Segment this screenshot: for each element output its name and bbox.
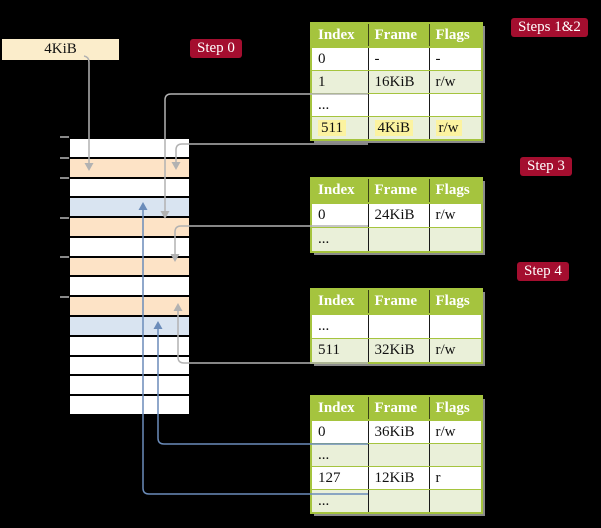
cell-index: 0 bbox=[310, 202, 369, 228]
memory-row bbox=[70, 396, 189, 414]
highlighted-text: r/w bbox=[435, 119, 462, 136]
cell-index: 0 bbox=[310, 46, 369, 71]
memory-row bbox=[70, 376, 189, 397]
memory-row bbox=[70, 257, 189, 278]
table-header-row: Index Frame Flags bbox=[310, 177, 483, 204]
table-row: ... bbox=[310, 93, 483, 117]
cell-index: 0 bbox=[310, 419, 369, 444]
cell-frame bbox=[367, 313, 430, 339]
cell-flags bbox=[428, 227, 483, 253]
cell-index: ... bbox=[310, 313, 369, 339]
column-header-flags: Flags bbox=[428, 395, 483, 421]
table-row: 511 32KiB r/w bbox=[310, 338, 483, 364]
memory-tick bbox=[60, 217, 69, 219]
table-row-highlighted: 511 4KiB r/w bbox=[310, 116, 483, 141]
column-header-frame: Frame bbox=[367, 22, 430, 48]
cell-frame bbox=[367, 489, 430, 514]
cell-frame: - bbox=[367, 46, 430, 71]
step-4-badge: Step 4 bbox=[517, 262, 569, 281]
table-row: 0 24KiB r/w bbox=[310, 202, 483, 228]
table-row: 0 - - bbox=[310, 46, 483, 71]
cell-index: ... bbox=[310, 227, 369, 253]
memory-row bbox=[70, 297, 189, 318]
table-row: ... bbox=[310, 313, 483, 339]
page-table-step-4: Index Frame Flags ... 511 32KiB r/w bbox=[310, 288, 483, 364]
table-row: ... bbox=[310, 443, 483, 467]
memory-row bbox=[70, 139, 189, 159]
memory-row bbox=[70, 178, 189, 199]
page-size-box: 4KiB bbox=[2, 39, 119, 60]
step-0-badge: Step 0 bbox=[190, 39, 242, 58]
memory-tick bbox=[60, 136, 69, 138]
cell-flags bbox=[428, 443, 483, 467]
cell-flags bbox=[428, 93, 483, 117]
memory-tick bbox=[60, 157, 69, 159]
physical-memory-column bbox=[69, 138, 190, 415]
memory-row bbox=[70, 237, 189, 258]
memory-row bbox=[70, 277, 189, 298]
cell-flags bbox=[428, 313, 483, 339]
table-header-row: Index Frame Flags bbox=[310, 395, 483, 421]
table-row: ... bbox=[310, 227, 483, 253]
table-row: 127 12KiB r bbox=[310, 466, 483, 490]
cell-frame bbox=[367, 227, 430, 253]
memory-row bbox=[70, 317, 189, 337]
column-header-frame: Frame bbox=[367, 177, 430, 204]
cell-flags: r bbox=[428, 466, 483, 490]
cell-flags: r/w bbox=[428, 419, 483, 444]
memory-row bbox=[70, 336, 189, 357]
cell-flags bbox=[428, 489, 483, 514]
cell-flags: - bbox=[428, 46, 483, 71]
cell-frame: 4KiB bbox=[367, 116, 430, 141]
cell-index: 511 bbox=[310, 338, 369, 364]
column-header-index: Index bbox=[310, 177, 369, 204]
column-header-index: Index bbox=[310, 288, 369, 315]
page-size-label: 4KiB bbox=[44, 41, 77, 57]
memory-row bbox=[70, 198, 189, 219]
memory-tick bbox=[60, 256, 69, 258]
table-row: 0 36KiB r/w bbox=[310, 419, 483, 444]
table-header-row: Index Frame Flags bbox=[310, 288, 483, 315]
cell-frame: 12KiB bbox=[367, 466, 430, 490]
column-header-index: Index bbox=[310, 22, 369, 48]
cell-index: ... bbox=[310, 93, 369, 117]
memory-row bbox=[70, 218, 189, 238]
highlighted-text: 4KiB bbox=[374, 119, 414, 136]
cell-frame: 32KiB bbox=[367, 338, 430, 364]
cell-flags: r/w bbox=[428, 338, 483, 364]
highlighted-text: 511 bbox=[318, 119, 346, 136]
steps-1-2-badge: Steps 1&2 bbox=[511, 18, 588, 37]
page-table-step-3: Index Frame Flags 0 24KiB r/w ... bbox=[310, 177, 483, 253]
cell-frame bbox=[367, 443, 430, 467]
column-header-index: Index bbox=[310, 395, 369, 421]
cell-index: ... bbox=[310, 443, 369, 467]
cell-flags: r/w bbox=[428, 70, 483, 94]
column-header-flags: Flags bbox=[428, 22, 483, 48]
cell-index: 1 bbox=[310, 70, 369, 94]
memory-row bbox=[70, 158, 189, 179]
page-table-last-level: Index Frame Flags 0 36KiB r/w ... 127 12… bbox=[310, 395, 483, 514]
page-table-steps-1-2: Index Frame Flags 0 - - 1 16KiB r/w ... … bbox=[310, 22, 483, 141]
column-header-flags: Flags bbox=[428, 288, 483, 315]
cell-index: 511 bbox=[310, 116, 369, 141]
column-header-flags: Flags bbox=[428, 177, 483, 204]
cell-index: 127 bbox=[310, 466, 369, 490]
cell-flags: r/w bbox=[428, 116, 483, 141]
table-row: ... bbox=[310, 489, 483, 514]
memory-tick bbox=[60, 177, 69, 179]
memory-tick bbox=[60, 296, 69, 298]
arrow-entry511-to-4kib-line bbox=[175, 143, 368, 162]
column-header-frame: Frame bbox=[367, 395, 430, 421]
step-3-badge: Step 3 bbox=[520, 157, 572, 176]
cell-frame bbox=[367, 93, 430, 117]
cell-frame: 36KiB bbox=[367, 419, 430, 444]
memory-row bbox=[70, 356, 189, 377]
table-header-row: Index Frame Flags bbox=[310, 22, 483, 48]
column-header-frame: Frame bbox=[367, 288, 430, 315]
cell-index: ... bbox=[310, 489, 369, 514]
table-row: 1 16KiB r/w bbox=[310, 70, 483, 94]
cell-frame: 16KiB bbox=[367, 70, 430, 94]
cell-flags: r/w bbox=[428, 202, 483, 228]
cell-frame: 24KiB bbox=[367, 202, 430, 228]
